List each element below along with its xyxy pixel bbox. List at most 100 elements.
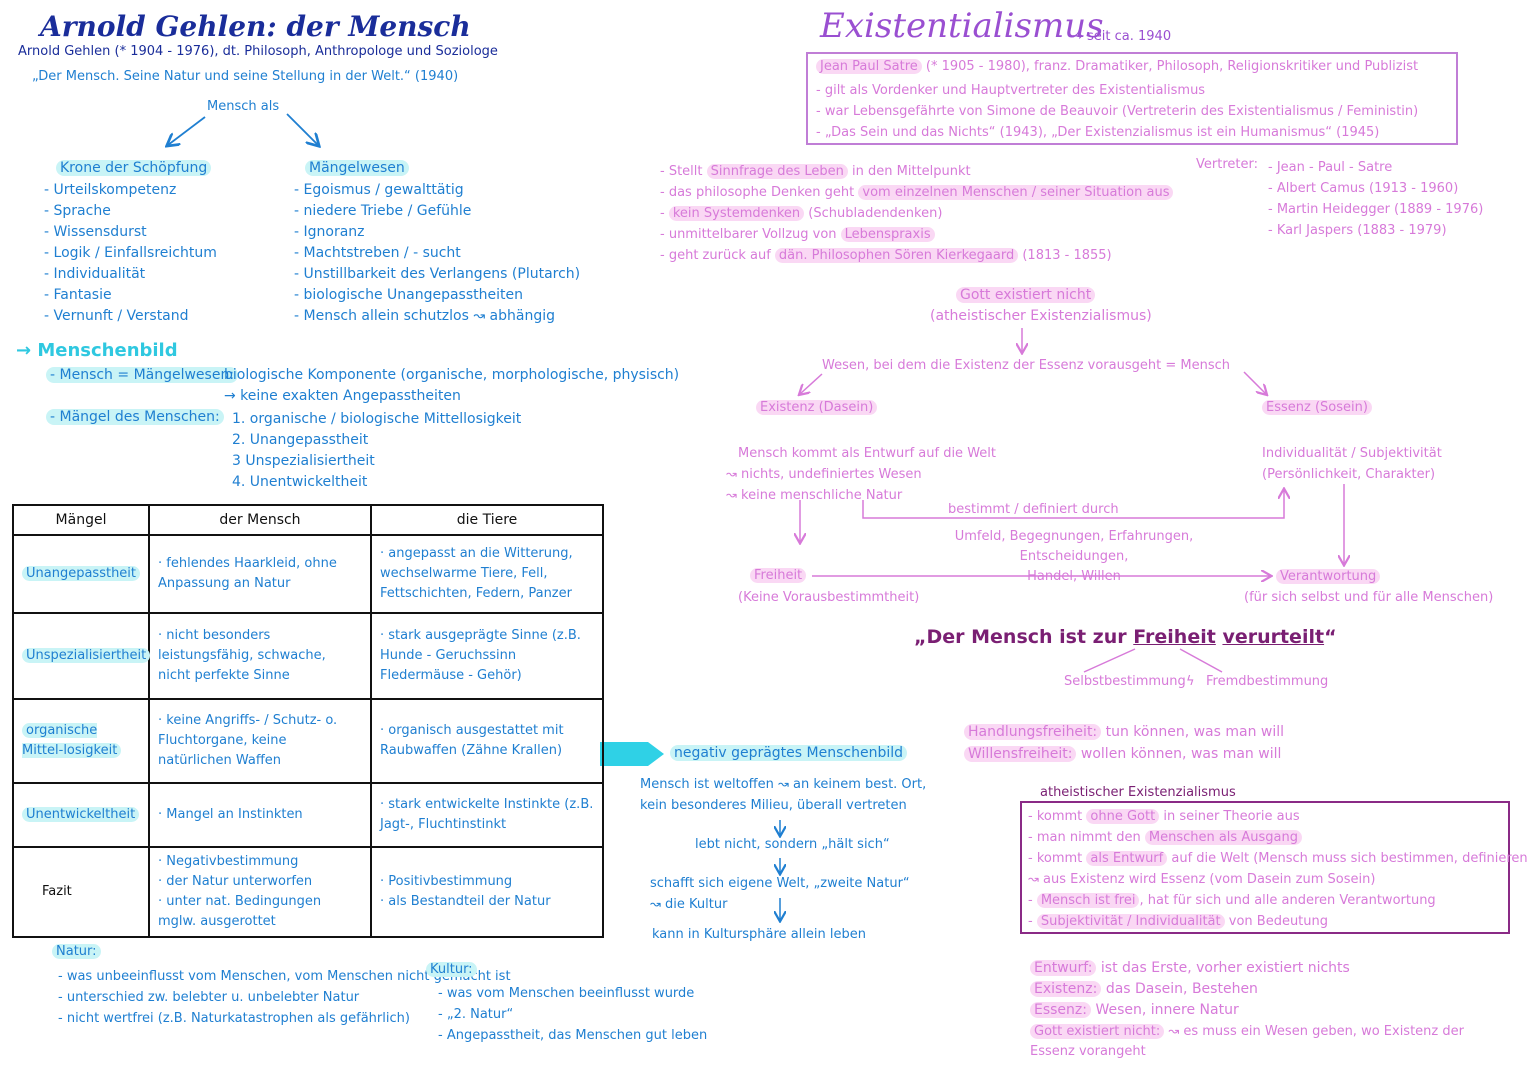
negativ-line2: kein besonderes Milieu, überall vertrete… <box>640 798 907 813</box>
list-item: - Subjektivität / Individualität von Bed… <box>1028 914 1329 929</box>
handlungsfreiheit: Handlungsfreiheit: tun können, was man w… <box>964 724 1284 740</box>
willensfreiheit: Willensfreiheit: wollen können, was man … <box>964 746 1281 762</box>
menschenbild-row1-sub: → keine exakten Angepasstheiten <box>224 388 461 404</box>
essenz-text: Individualität / Subjektivität (Persönli… <box>1262 443 1442 485</box>
table-cell-label: Unspezialisiertheit <box>12 612 151 700</box>
selbstbestimmung: Selbstbestimmung <box>1064 674 1186 689</box>
list-item: biologische Unangepasstheiten <box>294 285 580 306</box>
negativ-step2: lebt nicht, sondern „hält sich“ <box>695 837 890 852</box>
kultur-list: - was vom Menschen beeinflusst wurde - „… <box>438 983 707 1046</box>
umfeld-text: Umfeld, Begegnungen, Erfahrungen, Entsch… <box>906 527 1242 587</box>
list-item: - was vom Menschen beeinflusst wurde <box>438 986 695 1001</box>
menschenbild-row2-label: - Mängel des Menschen: <box>46 409 224 425</box>
list-item: Mensch allein schutzlos ↝ abhängig <box>294 306 580 327</box>
list-item: - geht zurück auf dän. Philosophen Sören… <box>660 248 1112 263</box>
mensch-als: Mensch als <box>207 99 280 114</box>
list-item: Vernunft / Verstand <box>44 306 217 327</box>
bestimmt-label: bestimmt / definiert durch <box>948 502 1119 517</box>
list-item: Machtstreben / - sucht <box>294 243 580 264</box>
list-item: - Martin Heidegger (1889 - 1976) <box>1268 202 1484 217</box>
sartre-line: Jean Paul Satre (* 1905 - 1980), franz. … <box>816 59 1418 74</box>
list-item: - Albert Camus (1913 - 1960) <box>1268 181 1459 196</box>
menschenbild-row1-label: - Mensch = Mängelwesen: <box>46 367 239 383</box>
list-item: niedere Triebe / Gefühle <box>294 201 580 222</box>
list-item: Individualität / Subjektivität <box>1262 446 1442 461</box>
freiheit-sub: (Keine Vorausbestimmtheit) <box>738 590 920 605</box>
table-header: Mängel <box>12 504 150 536</box>
list-item: Mensch kommt als Entwurf auf die Welt <box>738 446 996 461</box>
list-item: Handel, Willen <box>1027 569 1121 584</box>
features-list: - Stellt Sinnfrage des Leben in den Mitt… <box>660 161 1174 266</box>
natur-list: - was unbeeinflusst vom Menschen, vom Me… <box>58 966 511 1029</box>
sartre-list: - gilt als Vordenker und Hauptvertreter … <box>816 80 1418 143</box>
table-header: die Tiere <box>370 504 604 536</box>
list-item: 3 Unspezialisiertheit <box>232 453 375 469</box>
page-title: Arnold Gehlen: der Mensch <box>40 10 471 43</box>
list-item: ↝ keine menschliche Natur <box>726 488 903 503</box>
sartre-box <box>806 52 1458 145</box>
freiheit-label: Freiheit <box>750 568 807 583</box>
list-item: - man nimmt den Menschen als Ausgang <box>1028 827 1527 848</box>
table-cell: · Negativbestimmung · der Natur unterwor… <box>148 846 372 938</box>
list-item: - Mensch ist frei, hat für sich und alle… <box>1028 893 1436 908</box>
list-item: - nicht wertfrei (z.B. Naturkatastrophen… <box>58 1011 410 1026</box>
table-cell-label: Unangepasstheit <box>12 534 150 614</box>
atheist-title: atheistischer Existenzialismus <box>1040 785 1236 800</box>
vertreter-label: Vertreter: <box>1196 157 1258 172</box>
verantwortung-label: Verantwortung <box>1276 569 1381 584</box>
list-item: Essenz: Wesen, innere Natur <box>1030 1000 1350 1021</box>
mangelwesen-list: Egoismus / gewalttätig niedere Triebe / … <box>294 180 581 327</box>
list-item: - Karl Jaspers (1883 - 1979) <box>1268 223 1447 238</box>
maengel-list: 1. organische / biologische Mittellosigk… <box>232 409 521 493</box>
list-item: - kommt als Entwurf auf die Welt (Mensch… <box>1028 851 1527 866</box>
list-item: - unterschied zw. belebter u. unbelebter… <box>58 990 360 1005</box>
atheist-label: (atheistischer Existenzialismus) <box>930 308 1152 324</box>
fremdbestimmung: Fremdbestimmung <box>1206 674 1329 689</box>
list-item: Fantasie <box>44 285 217 306</box>
gott-existiert-nicht: Gott existiert nicht <box>956 287 1096 303</box>
list-item: 4. Unentwickeltheit <box>232 474 368 490</box>
table-cell: · stark entwickelte Instinkte (z.B. Jagt… <box>370 782 604 848</box>
existenz-title: Existentialismus <box>820 6 1104 46</box>
table-row: Unspezialisiertheit · nicht besonders le… <box>12 612 604 700</box>
list-item: - kommt ohne Gott in seiner Theorie aus <box>1028 809 1300 824</box>
existenz-since: → seit ca. 1940 <box>1072 29 1172 44</box>
arrow-shape <box>600 742 664 766</box>
menschenbild-row1-text: biologische Komponente (organische, morp… <box>224 367 680 383</box>
existenz-label: Existenz (Dasein) <box>756 400 878 415</box>
gehlen-work: „Der Mensch. Seine Natur und seine Stell… <box>32 69 459 84</box>
list-item: Egoismus / gewalttätig <box>294 180 580 201</box>
negativ-line1: Mensch ist weltoffen ↝ an keinem best. O… <box>640 777 927 792</box>
table-cell: · Mangel an Instinkten <box>148 782 372 848</box>
list-item: Urteilskompetenz <box>44 180 217 201</box>
table-header-row: Mängel der Mensch die Tiere <box>12 504 604 536</box>
list-item: Existenz: das Dasein, Bestehen <box>1030 979 1350 1000</box>
list-item: ↝ nichts, undefiniertes Wesen <box>726 467 922 482</box>
list-item: Ignoranz <box>294 222 580 243</box>
list-item: - kein Systemdenken (Schubladendenken) <box>660 206 943 221</box>
negativ-step4: kann in Kultursphäre allein leben <box>652 927 866 942</box>
wesen-text: Wesen, bei dem die Existenz der Essenz v… <box>822 358 1230 373</box>
list-item: ↝ aus Existenz wird Essenz (vom Dasein z… <box>1028 872 1376 887</box>
list-item: Umfeld, Begegnungen, Erfahrungen, Entsch… <box>954 529 1194 564</box>
list-item: Unstillbarkeit des Verlangens (Plutarch) <box>294 264 581 285</box>
table-cell-label: organische Mittel-losigkeit <box>12 698 150 784</box>
negativ-step3b: ↝ die Kultur <box>650 897 728 912</box>
list-item: Sprache <box>44 201 217 222</box>
table-row: Fazit · Negativbestimmung · der Natur un… <box>12 846 604 938</box>
list-item: Logik / Einfallsreichtum <box>44 243 217 264</box>
natur-title: Natur: <box>52 944 101 959</box>
list-item: - unmittelbarer Vollzug von Lebenspraxis <box>660 224 1173 245</box>
definition-gott: Gott existiert nicht: ↝ es muss ein Wese… <box>1030 1024 1464 1059</box>
vertreter-list: - Jean - Paul - Satre - Albert Camus (19… <box>1268 157 1483 241</box>
table-row: Unangepasstheit · fehlendes Haarkleid, o… <box>12 534 604 614</box>
atheist-list: - kommt ohne Gott in seiner Theorie aus … <box>1028 806 1527 932</box>
list-item: - gilt als Vordenker und Hauptvertreter … <box>816 83 1206 98</box>
krone-list: Urteilskompetenz Sprache Wissensdurst Lo… <box>44 180 217 327</box>
menschenbild-title: → Menschenbild <box>16 340 178 361</box>
kultur-title: Kultur: <box>426 962 477 977</box>
list-item: - „Das Sein und das Nichts“ (1943), „Der… <box>816 125 1380 140</box>
table-cell-label: Unentwickeltheit <box>12 782 150 848</box>
list-item: Wissensdurst <box>44 222 217 243</box>
